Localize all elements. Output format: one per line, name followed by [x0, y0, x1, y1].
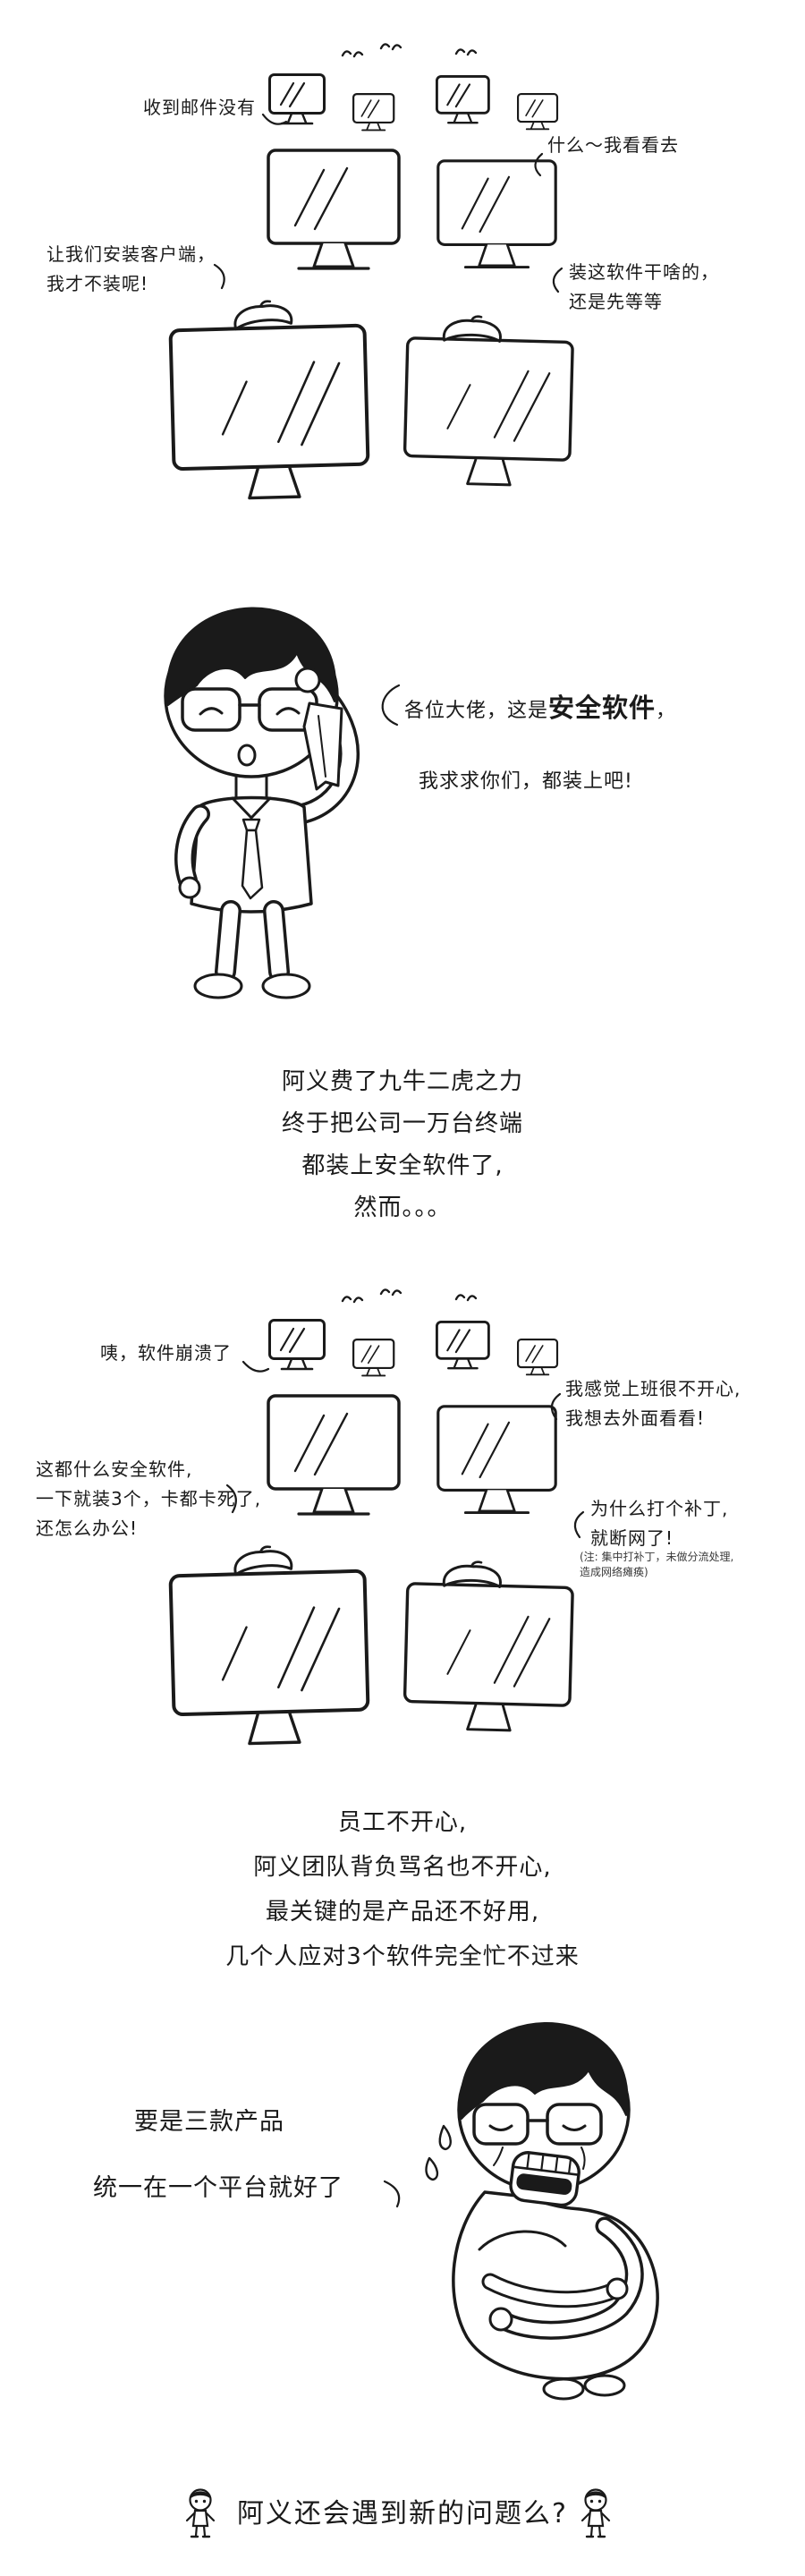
plea-speech: 各位大佬，这是安全软件， 我求求你们，都装上吧! [404, 660, 676, 825]
plea-line1-pre: 各位大佬，这是 [404, 699, 549, 722]
narration-rollout: 阿义费了九牛二虎之力 终于把公司一万台终端 都装上安全软件了, 然而。。。 [281, 1068, 523, 1221]
tail-unhappy [550, 1392, 562, 1421]
crying-mouth [509, 2151, 580, 2207]
plea-line1-post: ， [656, 699, 677, 722]
tail-refuse [213, 263, 225, 290]
bubble-patch-note: (注: 集中打补丁，未做分流处理, 造成网络瘫痪) [580, 1551, 734, 1578]
engineer-character [164, 607, 360, 999]
crying-eye-left [488, 2124, 513, 2131]
wish-line-2: 统一在一个平台就好了 [93, 2174, 343, 2202]
crying-character [425, 2022, 659, 2401]
tail-patch [573, 1510, 585, 1539]
tail-crash [242, 1360, 270, 1373]
bubble-check-text: 什么～我看看去 [547, 134, 679, 156]
bubble-unhappy-text: 我感觉上班很不开心, 我想去外面看看! [565, 1378, 741, 1429]
tail-plea [381, 684, 401, 727]
bubble-refuse-text: 让我们安装客户端， 我才不装呢! [47, 243, 216, 294]
narration-pain: 员工不开心, 阿义团队背负骂名也不开心, 最关键的是产品还不好用, 几个人应对3… [225, 1809, 580, 1970]
tail-mail [261, 113, 288, 125]
tail-wish [383, 2180, 401, 2208]
tail-check [534, 152, 544, 177]
tears [425, 2124, 586, 2181]
engineer-hair [165, 607, 337, 706]
bubble-mail-text: 收到邮件没有 [143, 97, 256, 118]
plea-line-2: 我求求你们，都装上吧! [419, 769, 633, 793]
footer-question: 阿义还会遇到新的问题么? [237, 2498, 568, 2529]
plea-line-1: 各位大佬，这是安全软件， [404, 689, 676, 727]
engineer-eye-left [199, 707, 224, 716]
engineer-hand [294, 667, 321, 693]
engineer-mouth [237, 744, 257, 767]
engineer-tie [241, 829, 264, 900]
bubble-patch-text: 为什么打个补丁, 就断网了! [590, 1498, 729, 1549]
tail-slow [225, 1484, 237, 1514]
engineer-eye-right [275, 707, 301, 716]
crying-glasses [472, 2103, 603, 2146]
bubble-slow-text: 这都什么安全软件, 一下就装3个，卡都卡死了, 还怎么办公! [36, 1458, 262, 1539]
plea-line1-bold: 安全软件 [548, 692, 657, 723]
wish-line-1: 要是三款产品 [134, 2108, 284, 2136]
crying-eye-right [562, 2124, 587, 2131]
bubble-crash-text: 咦，软件崩溃了 [100, 1342, 232, 1364]
speech-bubble-tails [213, 113, 585, 2208]
bubble-wait-text: 装这软件干啥的， 还是先等等 [569, 261, 719, 312]
tail-wait [552, 267, 564, 293]
crying-hair [459, 2022, 629, 2120]
